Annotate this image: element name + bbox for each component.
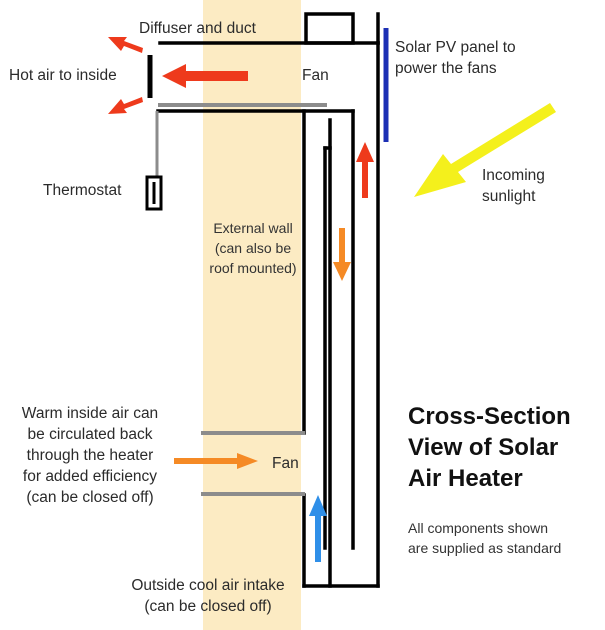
diagram-title: Cross-Section View of Solar Air Heater xyxy=(408,403,571,492)
sunlight-arrow xyxy=(414,103,556,197)
airflow-down-arrow xyxy=(333,228,351,281)
top-fan-box xyxy=(304,12,355,45)
fan-bottom-label: Fan xyxy=(272,455,299,472)
pv-panel-label: Solar PV panel to power the fans xyxy=(395,39,516,77)
external-wall xyxy=(203,0,301,630)
fan-top-label: Fan xyxy=(302,67,329,84)
external-wall-label: External wall (can also be roof mounted) xyxy=(209,220,297,276)
hot-air-arrow xyxy=(108,37,248,114)
sunlight-label: Incoming sunlight xyxy=(482,167,545,205)
collector-body xyxy=(302,41,380,588)
components-note: All components shown are supplied as sta… xyxy=(408,520,562,556)
thermostat-icon xyxy=(145,175,163,211)
warm-air-label: Warm inside air can be circulated back t… xyxy=(21,405,159,506)
top-duct xyxy=(156,12,380,113)
airflow-up-arrow xyxy=(356,142,374,198)
intake-label: Outside cool air intake (can be closed o… xyxy=(131,577,285,615)
cool-air-arrow xyxy=(309,495,327,562)
hot-air-label: Hot air to inside xyxy=(9,67,117,84)
thermostat-label: Thermostat xyxy=(43,182,122,199)
diffuser-label: Diffuser and duct xyxy=(139,20,256,37)
warm-air-arrow xyxy=(174,453,258,469)
